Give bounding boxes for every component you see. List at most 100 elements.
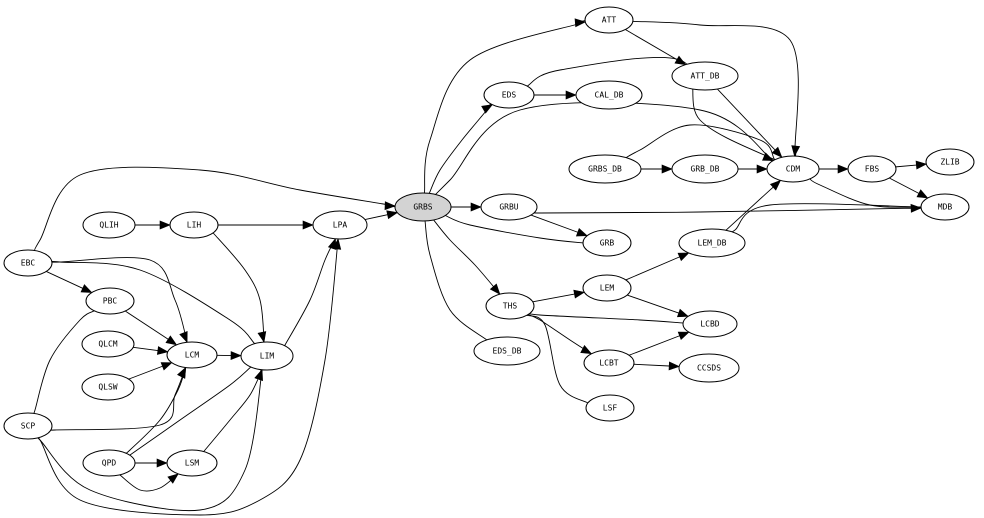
node-ellipse	[678, 228, 746, 258]
node-lcbd[interactable]: LCBD	[682, 310, 738, 338]
arrowhead	[257, 331, 267, 343]
node-lcbt[interactable]: LCBT	[583, 349, 635, 377]
edge-cdm-to-fbs	[819, 164, 849, 174]
node-ellipse	[81, 373, 135, 401]
node-ellipse	[312, 210, 368, 240]
node-ellipse	[3, 249, 53, 277]
node-lpa[interactable]: LPA	[312, 210, 368, 240]
edge-line	[35, 364, 263, 511]
node-eds-db[interactable]: EDS_DB	[473, 336, 541, 366]
node-label: THS	[503, 302, 518, 311]
node-ellipse	[240, 341, 294, 371]
arrowhead	[668, 361, 680, 371]
node-ellipse	[85, 287, 135, 315]
arrowhead	[573, 289, 586, 299]
node-label: LCM	[185, 351, 200, 360]
edge-grbu-to-grb	[530, 214, 588, 237]
edge-line	[32, 305, 104, 416]
node-label: LPA	[333, 221, 348, 230]
node-label: GRB	[600, 239, 615, 248]
node-fbs[interactable]: FBS	[847, 155, 897, 183]
edge-line	[526, 56, 785, 166]
arrowhead	[910, 203, 922, 213]
arrowhead	[386, 210, 399, 220]
node-label: QLIH	[99, 221, 118, 230]
node-ebc[interactable]: EBC	[3, 249, 53, 277]
node-label: GRBS	[413, 203, 432, 212]
edge-lcm-to-lim	[216, 351, 242, 360]
node-lem[interactable]: LEM	[582, 274, 632, 302]
node-ellipse	[585, 394, 635, 422]
node-ellipse	[166, 449, 218, 477]
node-grbs[interactable]: GRBS	[394, 192, 452, 222]
node-grb-db[interactable]: GRB_DB	[671, 154, 739, 184]
node-ellipse	[671, 61, 739, 91]
edge-lem-to-lem_db	[625, 252, 690, 281]
node-lsf[interactable]: LSF	[585, 394, 635, 422]
node-pbc[interactable]: PBC	[85, 287, 135, 315]
node-att[interactable]: ATT	[584, 6, 634, 34]
node-grbu[interactable]: GRBU	[480, 193, 538, 221]
node-ellipse	[847, 155, 897, 183]
node-lsm[interactable]: LSM	[166, 449, 218, 477]
edge-eds-to-cal_db	[534, 90, 577, 100]
node-ellipse	[583, 349, 635, 377]
edge-qpd-to-lsm	[118, 473, 179, 492]
edge-line	[211, 231, 265, 344]
node-att-db[interactable]: ATT_DB	[671, 61, 739, 91]
node-lim[interactable]: LIM	[240, 341, 294, 371]
arrowhead	[574, 18, 587, 28]
node-qlcm[interactable]: QLCM	[81, 330, 135, 358]
arrowhead	[771, 146, 783, 158]
arrowhead	[160, 362, 173, 371]
node-label: LSF	[603, 404, 618, 413]
node-zlib[interactable]: ZLIB	[925, 148, 975, 176]
edge-lem_db-to-cdm	[725, 179, 782, 231]
node-label: PBC	[103, 297, 118, 306]
node-cdm[interactable]: CDM	[766, 155, 820, 183]
node-label: FBS	[865, 165, 880, 174]
nodes-layer: GRBS ATT ATT_DB EDS CAL_DB GRBS_DB GRB_DB CDM FB…	[3, 6, 975, 477]
node-mdb[interactable]: MDB	[920, 193, 970, 221]
node-label: LIM	[260, 352, 275, 361]
node-label: GRBU	[499, 203, 518, 212]
arrowhead	[177, 366, 187, 379]
node-cal-db[interactable]: CAL_DB	[575, 80, 643, 110]
edge-grbs-to-grb	[445, 215, 594, 248]
node-label: LSM	[185, 459, 200, 468]
edge-qlih-to-lih	[135, 220, 171, 230]
arrowhead	[384, 201, 396, 211]
node-qlih[interactable]: QLIH	[82, 211, 136, 239]
node-eds[interactable]: EDS	[483, 81, 535, 109]
node-ellipse	[568, 154, 642, 184]
node-label: EDS	[502, 91, 517, 100]
node-lem-db[interactable]: LEM_DB	[678, 228, 746, 258]
arrowhead	[80, 284, 93, 293]
node-lih[interactable]: LIH	[169, 211, 219, 239]
arrowhead	[470, 202, 482, 212]
node-qpd[interactable]: QPD	[82, 449, 136, 477]
node-ellipse	[480, 193, 538, 221]
node-label: MDB	[938, 203, 953, 212]
node-ccsds[interactable]: CCSDS	[678, 353, 740, 383]
node-label: SCP	[21, 422, 36, 431]
node-lcm[interactable]: LCM	[166, 341, 218, 369]
edge-lsm-to-lim	[202, 368, 263, 454]
edge-line	[424, 220, 496, 346]
edge-line	[128, 365, 163, 380]
edge-lim-to-lpa	[282, 238, 337, 349]
node-qlsw[interactable]: QLSW	[81, 373, 135, 401]
arrowhead	[481, 104, 493, 114]
node-scp[interactable]: SCP	[3, 412, 53, 440]
node-ths[interactable]: THS	[485, 292, 535, 320]
edge-line	[133, 346, 158, 351]
edge-qpd-to-lim	[125, 357, 262, 459]
arrowhead	[179, 331, 188, 344]
node-grbs-db[interactable]: GRBS_DB	[568, 154, 642, 184]
edge-scp-to-lim	[35, 364, 263, 511]
edge-ths-to-lcbt	[527, 314, 593, 355]
arrowhead	[916, 189, 929, 199]
node-grb[interactable]: GRB	[582, 229, 632, 257]
node-ellipse	[394, 192, 452, 222]
node-label: QLCM	[98, 340, 117, 349]
